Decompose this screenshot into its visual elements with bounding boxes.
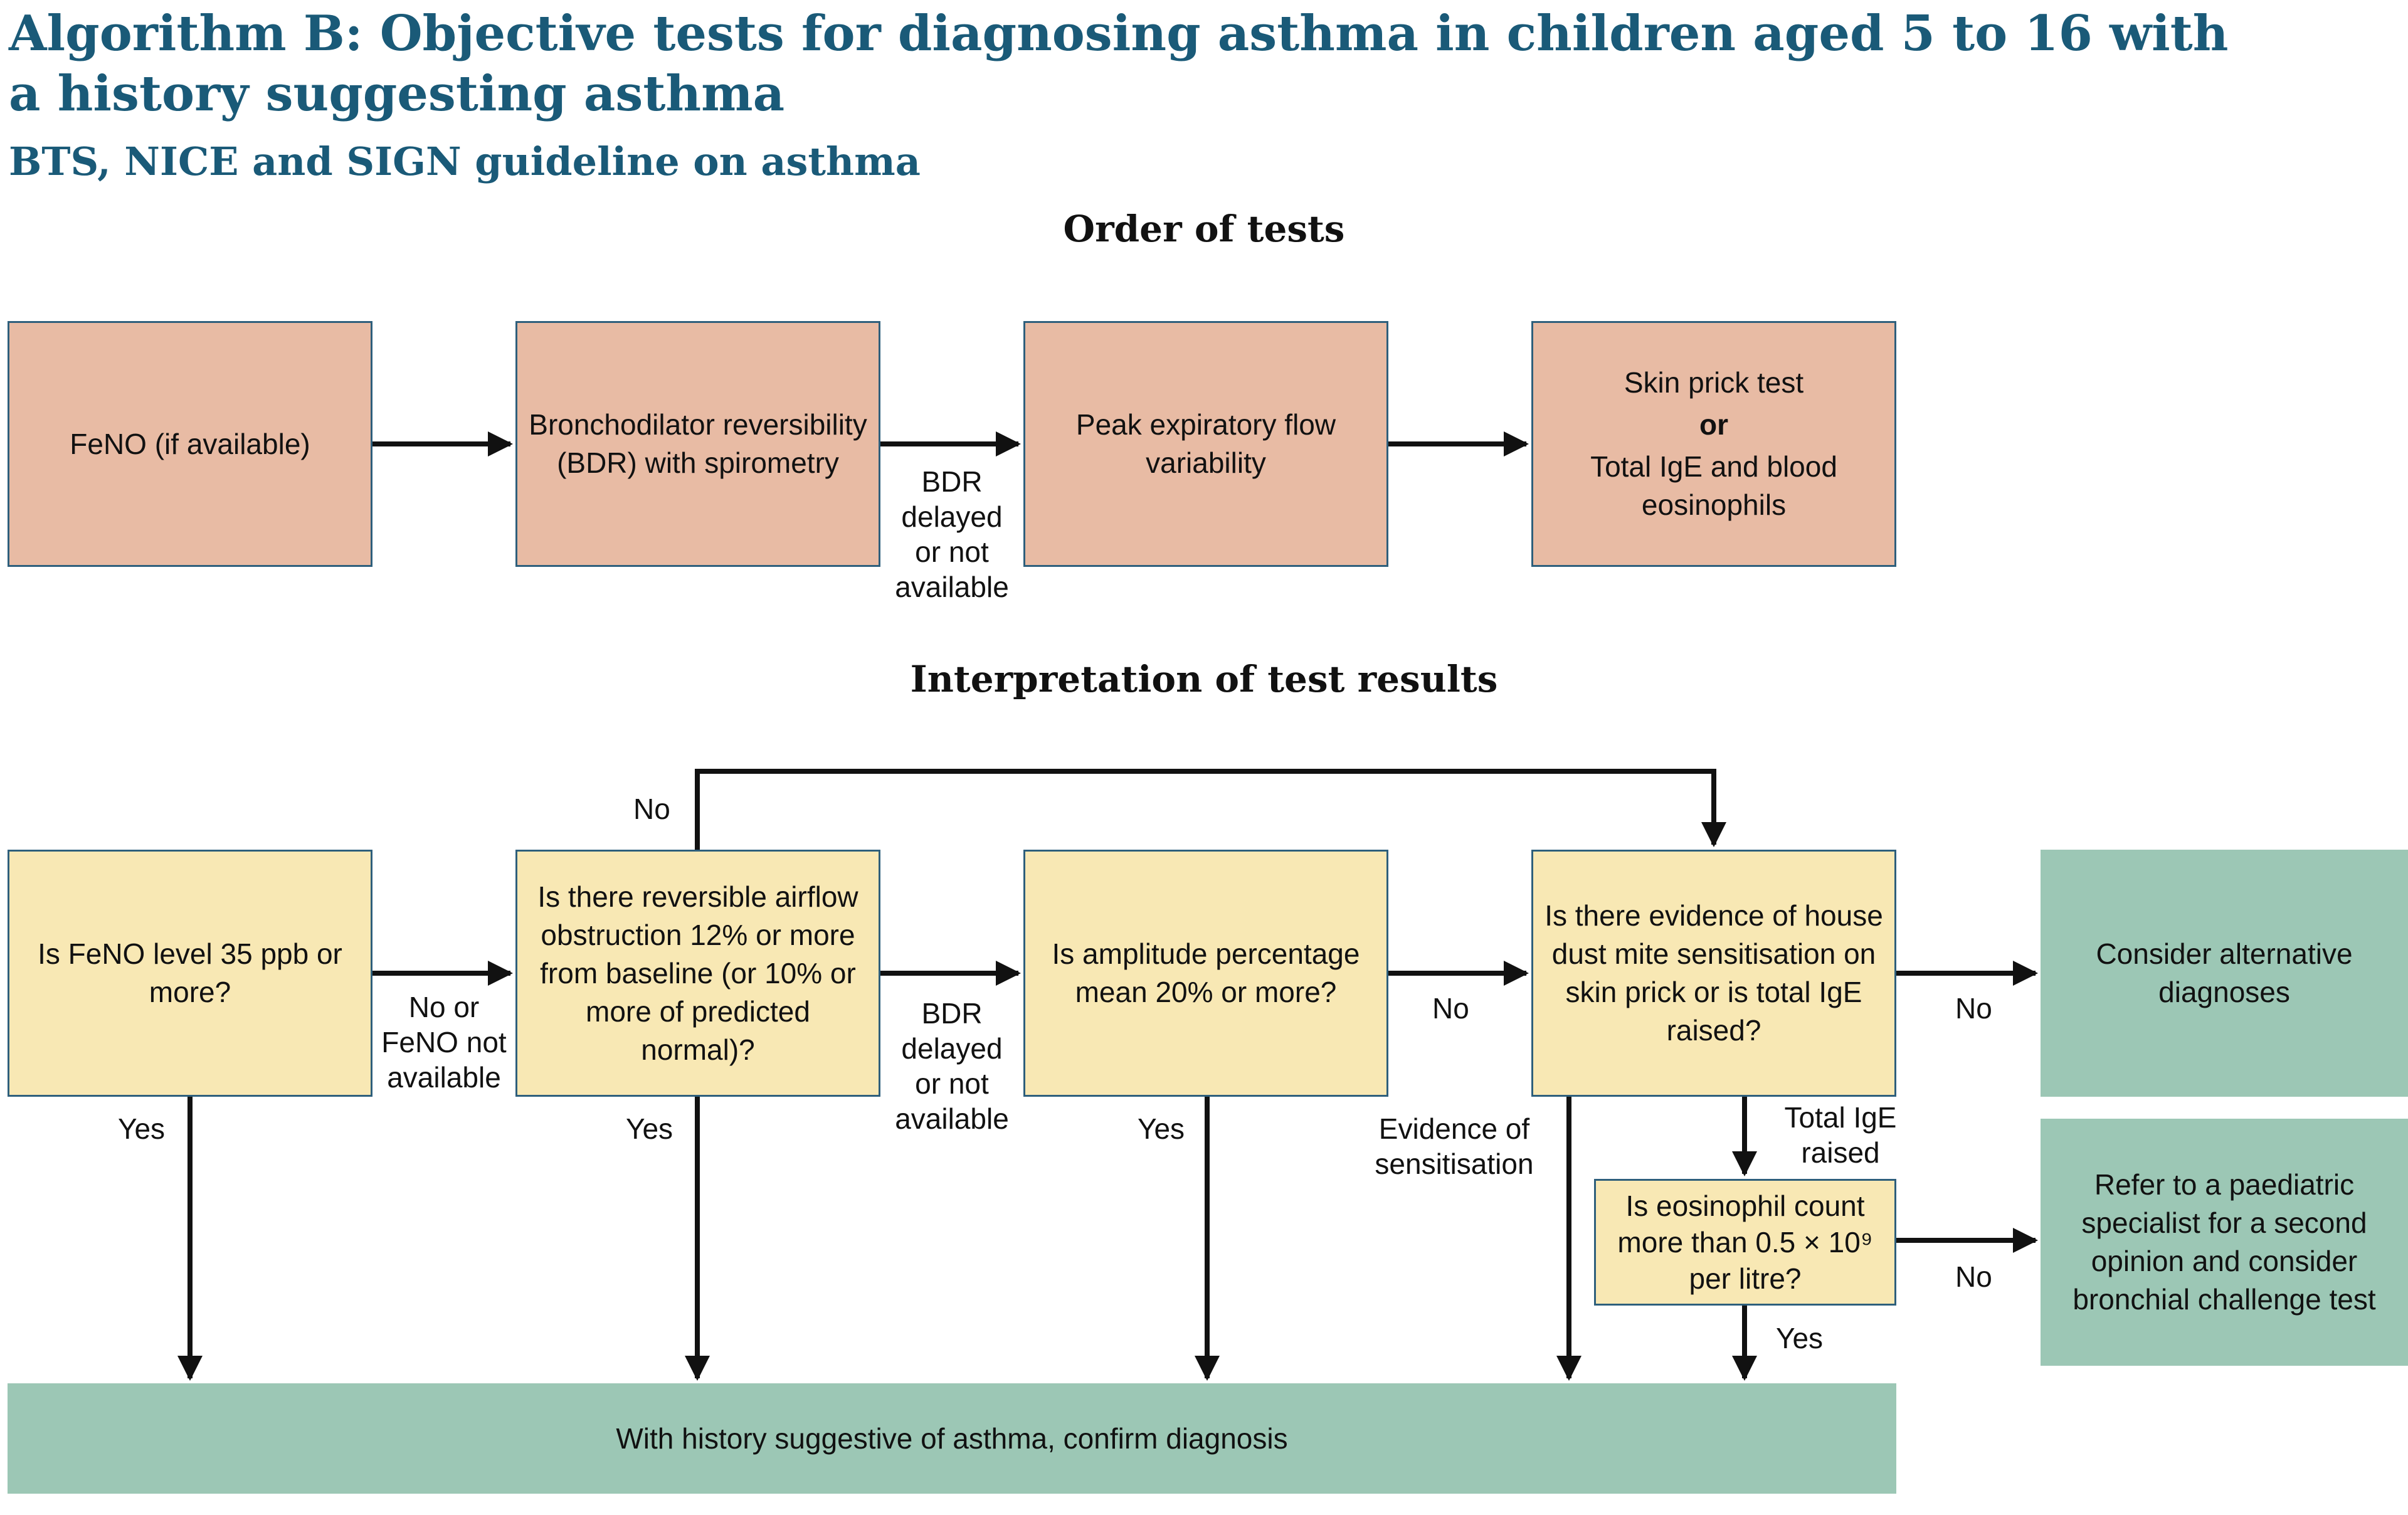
label-total-ige-line: Total IgE xyxy=(1784,1101,1897,1134)
label-no-feno-line: available xyxy=(387,1061,501,1094)
label-no-feno-line: FeNO not xyxy=(381,1026,507,1058)
question-feno-box: Is FeNO level 35 ppb or more? xyxy=(8,850,372,1097)
label-no-amplitude: No xyxy=(1432,992,1469,1025)
order-bdr-delayed-label: BDR delayed or not available xyxy=(887,464,1017,604)
order-bdr-line: or not xyxy=(915,536,989,568)
order-heading: Order of tests xyxy=(1063,208,1345,250)
outcome-confirm-label: With history suggestive of asthma, confi… xyxy=(616,1422,1288,1455)
label-no-eosinophil: No xyxy=(1955,1260,1992,1293)
outcome-alternative-box: Consider alternative diagnoses xyxy=(2041,850,2408,1097)
label-no-top: No xyxy=(633,793,670,825)
test-bdr-box: Bronchodilator reversibility (BDR) with … xyxy=(515,321,880,567)
label-yes-reversibility: Yes xyxy=(626,1112,673,1145)
question-feno-label: Is FeNO level 35 ppb or more? xyxy=(38,937,342,1008)
arrow-q2-no-to-q4 xyxy=(695,769,1726,850)
question-amplitude-label: Is amplitude percentage mean 20% or more… xyxy=(1052,937,1360,1008)
label-no-feno: No or FeNO not available xyxy=(375,990,513,1095)
question-eosinophil-label: Is eosinophil count more than 0.5 × 10⁹ … xyxy=(1617,1190,1873,1295)
label-yes-amplitude: Yes xyxy=(1138,1112,1185,1145)
label-bdr-line: delayed xyxy=(901,1032,1003,1065)
label-yes-feno: Yes xyxy=(118,1112,166,1145)
label-no-sensitisation: No xyxy=(1955,992,1992,1025)
label-total-ige: Total IgE raised xyxy=(1768,1100,1913,1170)
question-sensitisation-box: Is there evidence of house dust mite sen… xyxy=(1531,850,1896,1097)
test-pef-box: Peak expiratory flow variability xyxy=(1023,321,1388,567)
page-title: Algorithm B: Objective tests for diagnos… xyxy=(9,5,2229,122)
label-total-ige-line: raised xyxy=(1801,1136,1880,1169)
interpretation-heading: Interpretation of test results xyxy=(910,658,1498,700)
label-bdr-line: BDR xyxy=(921,997,983,1030)
order-bdr-line: delayed xyxy=(901,500,1003,533)
test-or-label: or xyxy=(1699,408,1728,441)
question-reversibility-box: Is there reversible airflow obstruction … xyxy=(515,850,880,1097)
label-bdr-delayed: BDR delayed or not available xyxy=(887,996,1017,1136)
label-evidence-line: Evidence of xyxy=(1378,1112,1530,1145)
question-eosinophil-box: Is eosinophil count more than 0.5 × 10⁹ … xyxy=(1594,1179,1896,1306)
test-bdr-label: Bronchodilator reversibility (BDR) with … xyxy=(529,408,867,479)
order-bdr-line: available xyxy=(895,571,1009,603)
label-bdr-line: available xyxy=(895,1102,1009,1135)
test-skin-prick-label: Skin prick test xyxy=(1624,366,1804,399)
question-amplitude-box: Is amplitude percentage mean 20% or more… xyxy=(1023,850,1388,1097)
test-ige-label: Total IgE and blood eosinophils xyxy=(1590,450,1837,521)
outcome-refer-label: Refer to a paediatric specialist for a s… xyxy=(2073,1168,2376,1316)
label-yes-eosinophil: Yes xyxy=(1776,1322,1824,1354)
test-feno-box: FeNO (if available) xyxy=(8,321,372,567)
outcome-alternative-label: Consider alternative diagnoses xyxy=(2096,937,2353,1008)
label-no-feno-line: No or xyxy=(408,991,480,1023)
outcome-refer-box: Refer to a paediatric specialist for a s… xyxy=(2041,1119,2408,1366)
order-bdr-line: BDR xyxy=(921,465,983,498)
outcome-confirm-box: With history suggestive of asthma, confi… xyxy=(8,1383,1896,1494)
label-evidence-line: sensitisation xyxy=(1375,1148,1534,1180)
label-bdr-line: or not xyxy=(915,1067,989,1100)
label-evidence: Evidence of sensitisation xyxy=(1363,1111,1545,1181)
page-subtitle: BTS, NICE and SIGN guideline on asthma xyxy=(9,139,921,184)
question-sensitisation-label: Is there evidence of house dust mite sen… xyxy=(1545,899,1883,1047)
test-skin-ige-box: Skin prick test or Total IgE and blood e… xyxy=(1531,321,1896,567)
test-feno-label: FeNO (if available) xyxy=(70,427,310,460)
test-pef-label: Peak expiratory flow variability xyxy=(1075,408,1336,479)
question-reversibility-label: Is there reversible airflow obstruction … xyxy=(537,880,858,1066)
